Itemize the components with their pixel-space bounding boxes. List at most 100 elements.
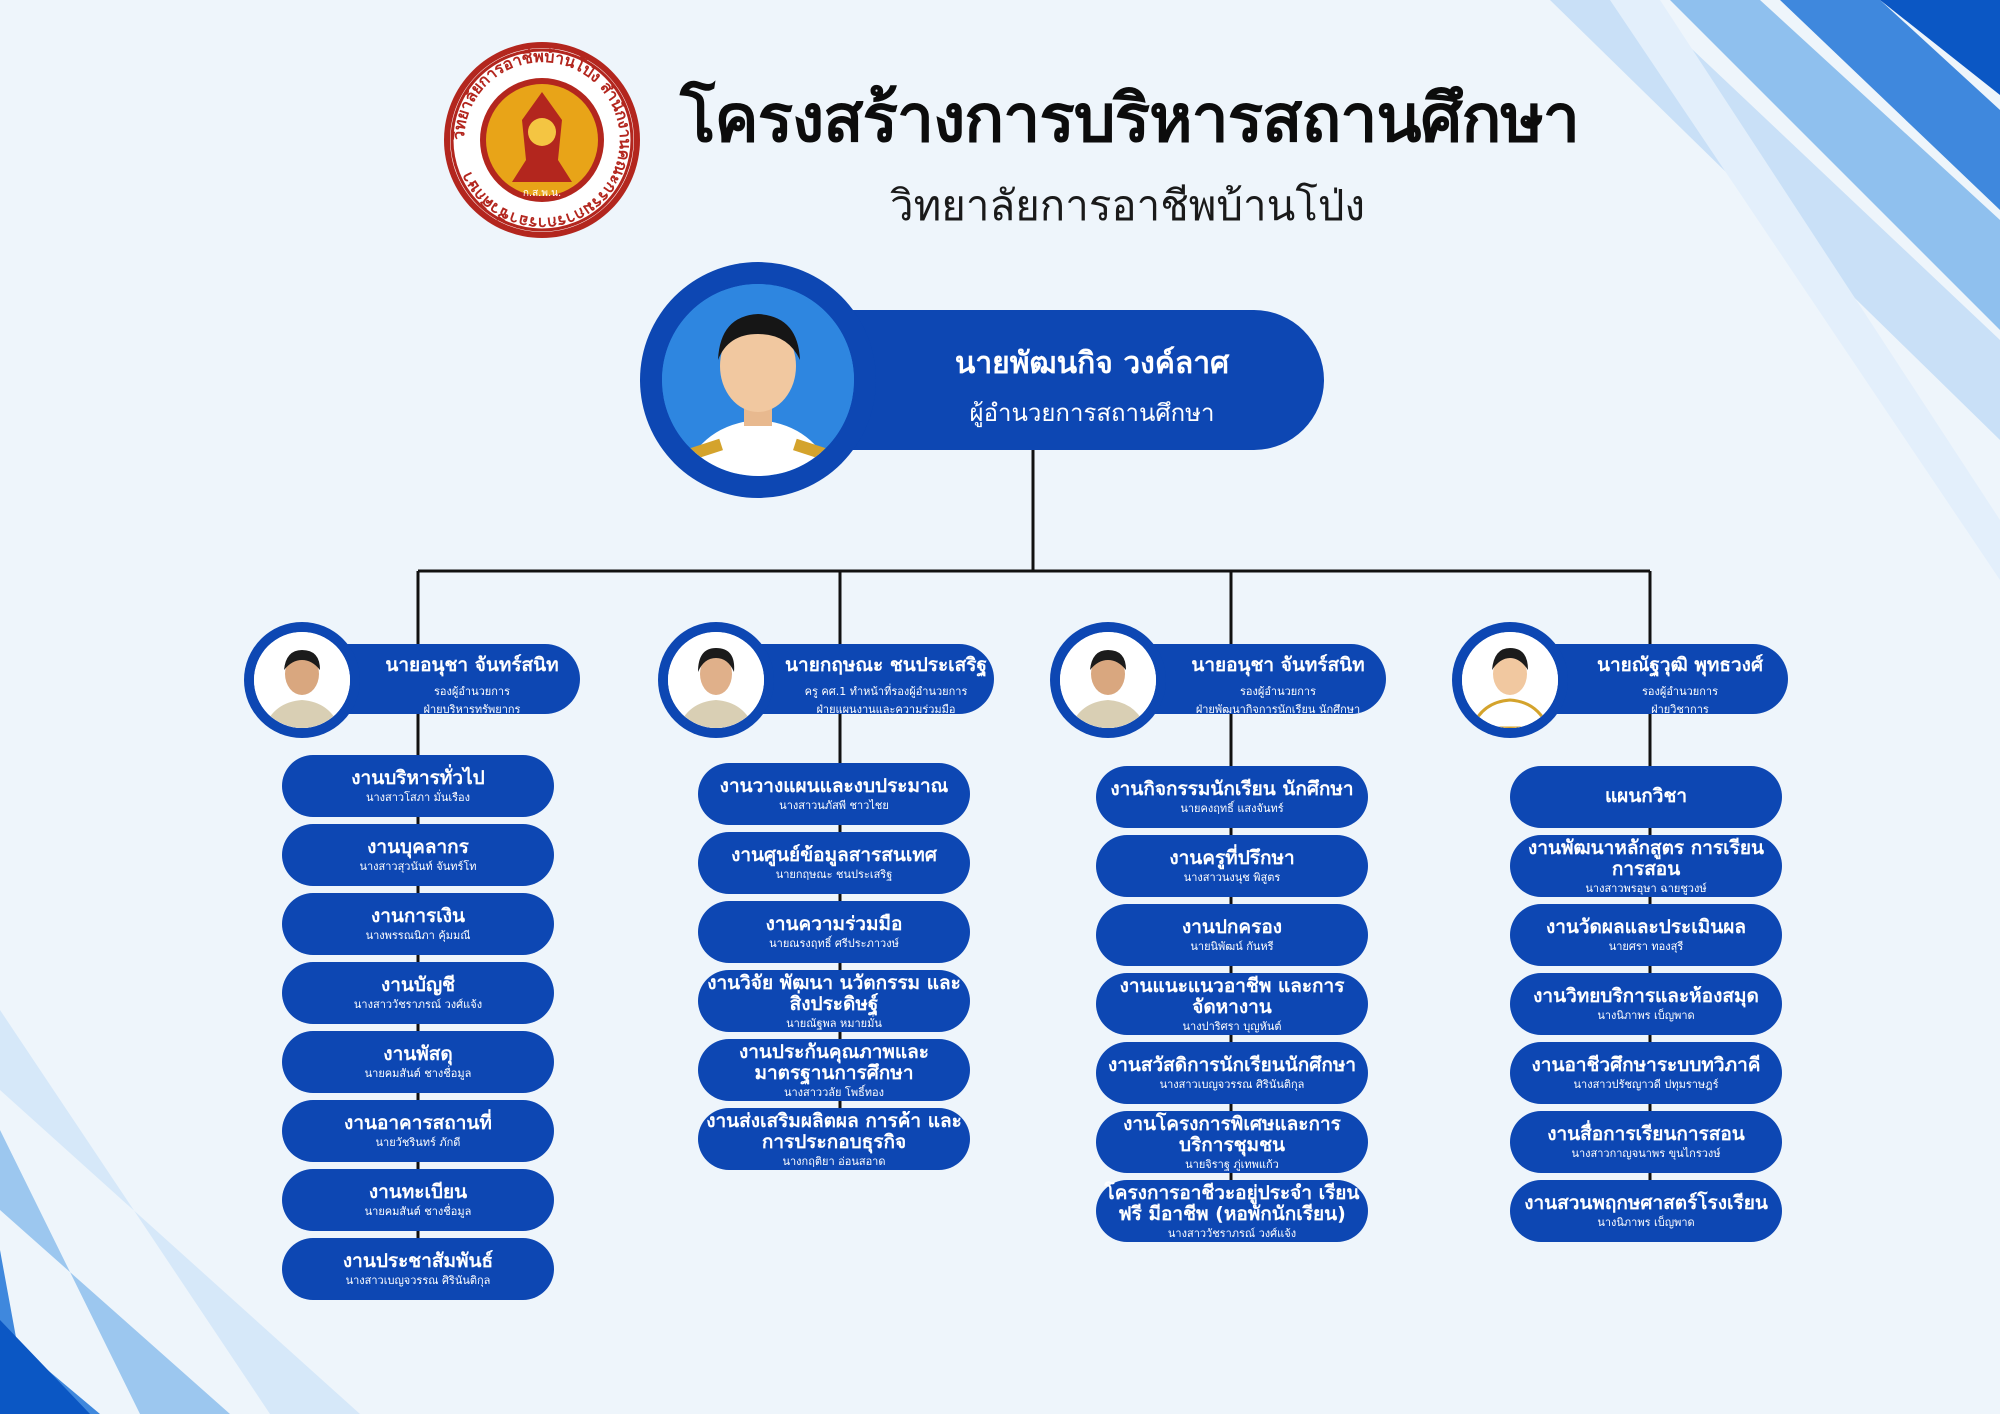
task-pill: งานแนะแนวอาชีพ และการจัดหางานนางปาริศรา … (1096, 973, 1368, 1035)
division-card-3: นายณัฐวุฒิ พุทธวงศ์ รองผู้อำนวยการ ฝ่ายว… (1452, 622, 1792, 740)
task-title: งานบุคลากร (367, 836, 469, 858)
task-title: งานสื่อการเรียนการสอน (1547, 1123, 1745, 1145)
division-card-0: นายอนุชา จันทร์สนิท รองผู้อำนวยการ ฝ่ายบ… (244, 622, 584, 740)
task-person: นายกฤษณะ ชนประเสริฐ (775, 868, 893, 881)
task-title: งานวางแผนและงบประมาณ (719, 775, 949, 797)
division-head-photo (658, 622, 774, 738)
division-head-role: รองผู้อำนวยการ (433, 685, 510, 698)
page-title: โครงสร้างการบริหารสถานศึกษา (680, 80, 1580, 157)
director-role: ผู้อำนวยการสถานศึกษา (969, 399, 1215, 427)
division-name: ฝ่ายพัฒนากิจการนักเรียน นักศึกษา (1195, 703, 1361, 716)
task-pill: งานอาชีวศึกษาระบบทวิภาคีนางสาวปรัชญาวดี … (1510, 1042, 1782, 1104)
task-title: งานส่งเสริมผลิตผล การค้า และการประกอบธุร… (706, 1109, 962, 1153)
task-person: นางกฤติยา อ่อนสอาด (782, 1154, 886, 1168)
task-title: แผนกวิชา (1604, 784, 1688, 807)
division-card-2: นายอนุชา จันทร์สนิท รองผู้อำนวยการ ฝ่ายพ… (1050, 622, 1390, 740)
task-title: งานอาคารสถานที่ (344, 1112, 492, 1134)
task-person: นายคมสันต์ ชางชื่อมูล (364, 1205, 472, 1218)
task-person: นางสาวโสภา มั่นเรือง (365, 791, 471, 804)
task-pill: งานกิจกรรมนักเรียน นักศึกษานายคงฤทธิ์ แส… (1096, 766, 1368, 828)
task-person: นางนิภาพร เบ็ญพาด (1597, 1009, 1695, 1022)
page-subtitle: วิทยาลัยการอาชีพบ้านโป่ง (890, 181, 1366, 230)
task-person: นายศรา ทองสุรี (1608, 940, 1684, 953)
task-pill: งานบริหารทั่วไปนางสาวโสภา มั่นเรือง (282, 755, 554, 817)
task-pill: งานศูนย์ข้อมูลสารสนเทศนายกฤษณะ ชนประเสริ… (698, 832, 970, 894)
division-name: ฝ่ายแผนงานและความร่วมมือ (816, 703, 956, 716)
task-person: นางสาววัชราภรณ์ วงศ์แจ้ง (1167, 1226, 1297, 1240)
division-head-name: นายณัฐวุฒิ พุทธวงศ์ (1597, 654, 1763, 676)
task-person: นางสาวนภัสพี ชาวไชย (779, 799, 889, 812)
director-name: นายพัฒนกิจ วงค์ลาศ (954, 346, 1230, 381)
division-name: ฝ่ายบริหารทรัพยากร (423, 703, 521, 716)
task-person: นางสาวกาญจนาพร ขุนไกรวงษ์ (1571, 1147, 1721, 1160)
task-title: งานบัญชี (380, 974, 456, 996)
task-title: งานความร่วมมือ (765, 913, 903, 935)
task-person: นางสาวนงนุช พิสูตร (1183, 871, 1281, 884)
task-title: งานสวัสดิการนักเรียนนักศึกษา (1107, 1054, 1357, 1076)
task-pill: งานพัฒนาหลักสูตร การเรียนการสอนนางสาวพรอ… (1510, 835, 1782, 897)
task-title: งานทะเบียน (368, 1181, 468, 1203)
task-title: งานสวนพฤกษศาสตร์โรงเรียน (1524, 1192, 1768, 1214)
task-person: นายจิราฐ ภู่เทพแก้ว (1185, 1157, 1279, 1171)
task-title: งานประชาสัมพันธ์ (342, 1250, 494, 1272)
task-pill: งานสวนพฤกษศาสตร์โรงเรียนนางนิภาพร เบ็ญพา… (1510, 1180, 1782, 1242)
task-title: งานศูนย์ข้อมูลสารสนเทศ (731, 844, 937, 866)
task-person: นายคงฤทธิ์ แสงจันทร์ (1180, 802, 1284, 815)
director-portrait-icon (662, 284, 854, 476)
task-person: นายนิพัฒน์ กันหรี (1190, 940, 1274, 953)
task-title: งานโครงการพิเศษและการ บริการชุมชน (1123, 1112, 1341, 1156)
task-pill: งานวิทยบริการและห้องสมุดนางนิภาพร เบ็ญพา… (1510, 973, 1782, 1035)
division-head-role: รองผู้อำนวยการ (1641, 685, 1718, 698)
task-pill: งานครูที่ปรึกษานางสาวนงนุช พิสูตร (1096, 835, 1368, 897)
task-title: งานอาชีวศึกษาระบบทวิภาคี (1531, 1054, 1761, 1076)
task-pill: แผนกวิชา (1510, 766, 1782, 828)
task-person: นายณรงฤทธิ์ ศรีประภาวงษ์ (769, 937, 899, 950)
task-pill: งานบัญชีนางสาววัชราภรณ์ วงศ์แจ้ง (282, 962, 554, 1024)
task-pill: งานโครงการพิเศษและการ บริการชุมชนนายจิรา… (1096, 1111, 1368, 1173)
task-pill: งานประชาสัมพันธ์นางสาวเบญจวรรณ ศิรินันติ… (282, 1238, 554, 1300)
task-pill: งานพัสดุนายคมสันต์ ชางชื่อมูล (282, 1031, 554, 1093)
task-pill: งานประกันคุณภาพและ มาตรฐานการศึกษานางสาว… (698, 1039, 970, 1101)
person-portrait-icon (1060, 632, 1156, 728)
task-title: งานปกครอง (1181, 916, 1283, 938)
person-portrait-icon (1462, 632, 1558, 728)
task-pill: งานการเงินนางพรรณนิภา คุ้มมณี (282, 893, 554, 955)
division-head-name: นายอนุชา จันทร์สนิท (385, 654, 559, 676)
task-title: งานการเงิน (370, 905, 466, 927)
task-person: นายวัชรินทร์ ภักดี (375, 1136, 461, 1149)
task-pill: งานอาคารสถานที่นายวัชรินทร์ ภักดี (282, 1100, 554, 1162)
task-person: นางสาวสุวนันท์ จันทร์โท (359, 860, 477, 873)
task-title: งานครูที่ปรึกษา (1169, 847, 1295, 869)
task-person: นางสาวเบญจวรรณ ศิรินันติกุล (1159, 1078, 1305, 1091)
task-title: งานพัฒนาหลักสูตร การเรียนการสอน (1528, 836, 1764, 880)
task-pill: งานความร่วมมือนายณรงฤทธิ์ ศรีประภาวงษ์ (698, 901, 970, 963)
task-person: นางสาวปรัชญาวดี ปทุมราษฎร์ (1573, 1078, 1719, 1091)
task-person: นางปาริศรา บุญหันต์ (1182, 1019, 1282, 1033)
task-pill: งานส่งเสริมผลิตผล การค้า และการประกอบธุร… (698, 1108, 970, 1170)
college-seal-logo: วิทยาลัยการอาชีพบ้านโป่ง สำนักงานคณะกรรม… (444, 42, 640, 238)
task-title: งานบริหารทั่วไป (351, 767, 485, 789)
task-title: งานแนะแนวอาชีพ และการจัดหางาน (1119, 974, 1345, 1018)
header: โครงสร้างการบริหารสถานศึกษา วิทยาลัยการอ… (680, 66, 1580, 239)
person-portrait-icon (254, 632, 350, 728)
task-person: นางสาววลัย โพธิ์ทอง (783, 1085, 885, 1099)
task-pill: งานวัดผลและประเมินผลนายศรา ทองสุรี (1510, 904, 1782, 966)
task-pill: งานสวัสดิการนักเรียนนักศึกษานางสาวเบญจวร… (1096, 1042, 1368, 1104)
task-title: งานวิจัย พัฒนา นวัตกรรม และสิ่งประดิษฐ์ (707, 971, 961, 1015)
division-head-photo (1050, 622, 1166, 738)
person-portrait-icon (668, 632, 764, 728)
task-title: งานประกันคุณภาพและ มาตรฐานการศึกษา (738, 1040, 930, 1084)
task-person: นายคมสันต์ ชางชื่อมูล (364, 1067, 472, 1080)
task-pill: งานบุคลากรนางสาวสุวนันท์ จันทร์โท (282, 824, 554, 886)
division-name: ฝ่ายวิชาการ (1651, 703, 1709, 716)
division-head-role: ครู คศ.1 ทำหน้าที่รองผู้อำนวยการ (804, 685, 968, 698)
task-title: งานวิทยบริการและห้องสมุด (1533, 985, 1759, 1007)
task-pill: งานวิจัย พัฒนา นวัตกรรม และสิ่งประดิษฐ์น… (698, 970, 970, 1032)
task-pill: งานวางแผนและงบประมาณนางสาวนภัสพี ชาวไชย (698, 763, 970, 825)
task-person: นางสาวเบญจวรรณ ศิรินันติกุล (345, 1274, 491, 1287)
director-photo (640, 262, 876, 498)
task-title: งานวัดผลและประเมินผล (1545, 916, 1747, 938)
division-head-name: นายกฤษณะ ชนประเสริฐ (785, 654, 987, 676)
division-head-photo (244, 622, 360, 738)
